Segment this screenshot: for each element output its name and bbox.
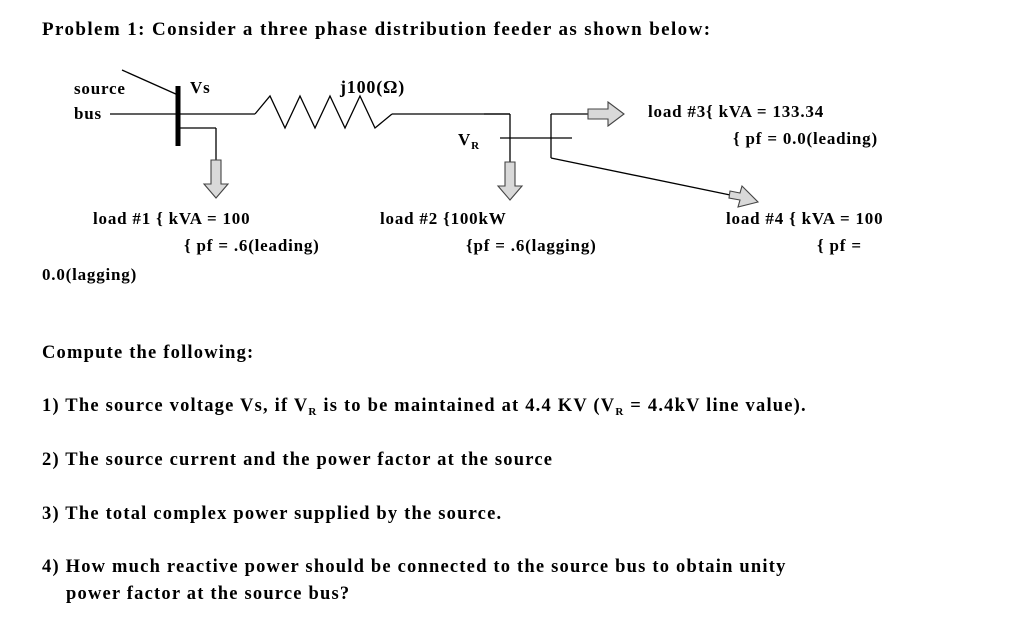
load4-arrow	[728, 184, 760, 208]
question-4-line2: power factor at the source bus?	[66, 584, 351, 604]
impedance-label: j100(Ω)	[340, 77, 405, 97]
vr-label: VR	[458, 130, 480, 152]
load2-arrow	[496, 161, 524, 201]
question-4-line1: 4) How much reactive power should be con…	[42, 557, 787, 577]
question-1: 1) The source voltage Vs, if VR is to be…	[42, 396, 807, 418]
load1-kva: load #1 { kVA = 100	[93, 209, 251, 228]
problem-title: Problem 1: Consider a three phase distri…	[42, 19, 712, 40]
load2-pf: {pf = .6(lagging)	[466, 236, 597, 255]
load1-pf: { pf = .6(leading)	[184, 236, 320, 255]
load4-kva: load #4 { kVA = 100	[726, 209, 884, 228]
question-3: 3) The total complex power supplied by t…	[42, 504, 503, 524]
impedance-symbol	[254, 94, 393, 130]
load2-kw: load #2 {100kW	[380, 209, 507, 228]
load4-feed-line	[550, 157, 736, 197]
load3-pf: { pf = 0.0(leading)	[733, 129, 878, 148]
load4-pf-value: 0.0(lagging)	[42, 265, 138, 284]
questions-heading: Compute the following:	[42, 343, 255, 363]
feeder-diagram	[110, 69, 760, 208]
load1-arrow	[202, 159, 230, 199]
load3-kva: load #3{ kVA = 133.34	[648, 102, 824, 121]
source-pointer-line	[121, 69, 179, 96]
question-2: 2) The source current and the power fact…	[42, 450, 554, 470]
bus-label: bus	[74, 104, 102, 123]
load3-arrow	[587, 100, 625, 128]
vs-label: Vs	[190, 78, 211, 97]
load4-pf: { pf =	[817, 236, 862, 255]
source-label: source	[74, 79, 126, 98]
